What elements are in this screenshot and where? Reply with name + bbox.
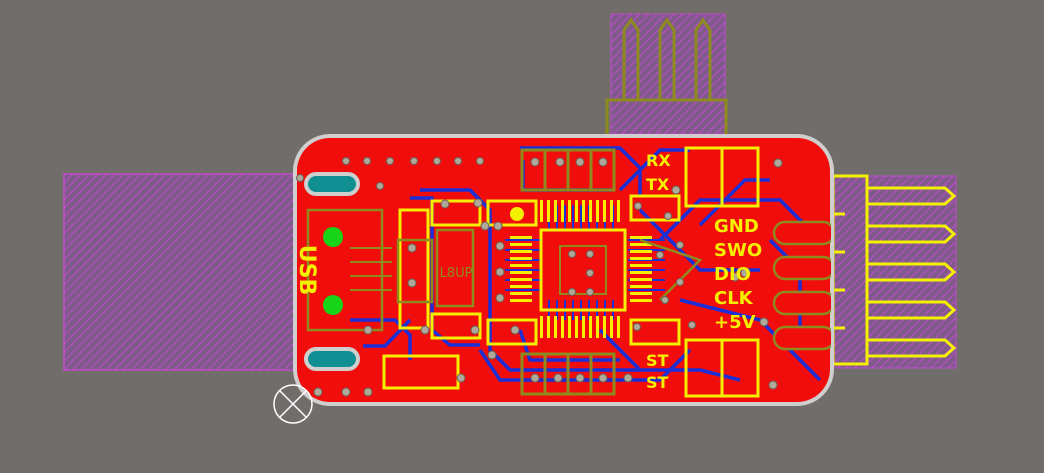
usb-via-1 (323, 227, 343, 247)
swd-label-gnd: GND (714, 216, 759, 237)
swd-label-clk: CLK (714, 288, 754, 309)
usb-overlay-lines (350, 247, 392, 291)
mcu-outline[interactable] (539, 228, 627, 312)
usb-via-2 (323, 295, 343, 315)
origin-crosshair-icon[interactable] (273, 384, 313, 424)
usb-connector-keepout (63, 173, 317, 371)
swd-label-5v: +5V (714, 312, 756, 333)
chip-marking: L8UP (440, 266, 473, 281)
mcu-pads[interactable] (510, 200, 652, 338)
vias[interactable] (296, 157, 783, 397)
st-label-1: ST (646, 351, 669, 370)
usb-slot-bottom (304, 347, 360, 371)
usb-label: USB (294, 245, 319, 295)
swd-pads[interactable] (772, 220, 834, 351)
usb-slot-top (304, 172, 360, 196)
swd-label-swo: SWO (714, 240, 762, 261)
bottom-pin-header[interactable] (520, 352, 616, 396)
mcu-inner-outline (559, 245, 607, 295)
swd-label-dio: DIO (714, 264, 751, 285)
top-pin-header[interactable] (520, 148, 616, 192)
swd-labels: GND SWO DIO CLK +5V (714, 216, 762, 333)
rx-label: RX (646, 151, 671, 170)
top-header-footprint[interactable] (605, 13, 728, 138)
component-outlines[interactable] (382, 146, 760, 398)
pin1-marker (510, 207, 524, 221)
swd-header-footprint[interactable] (829, 174, 957, 369)
tx-label: TX (646, 175, 670, 194)
st-label-2: ST (646, 373, 669, 392)
